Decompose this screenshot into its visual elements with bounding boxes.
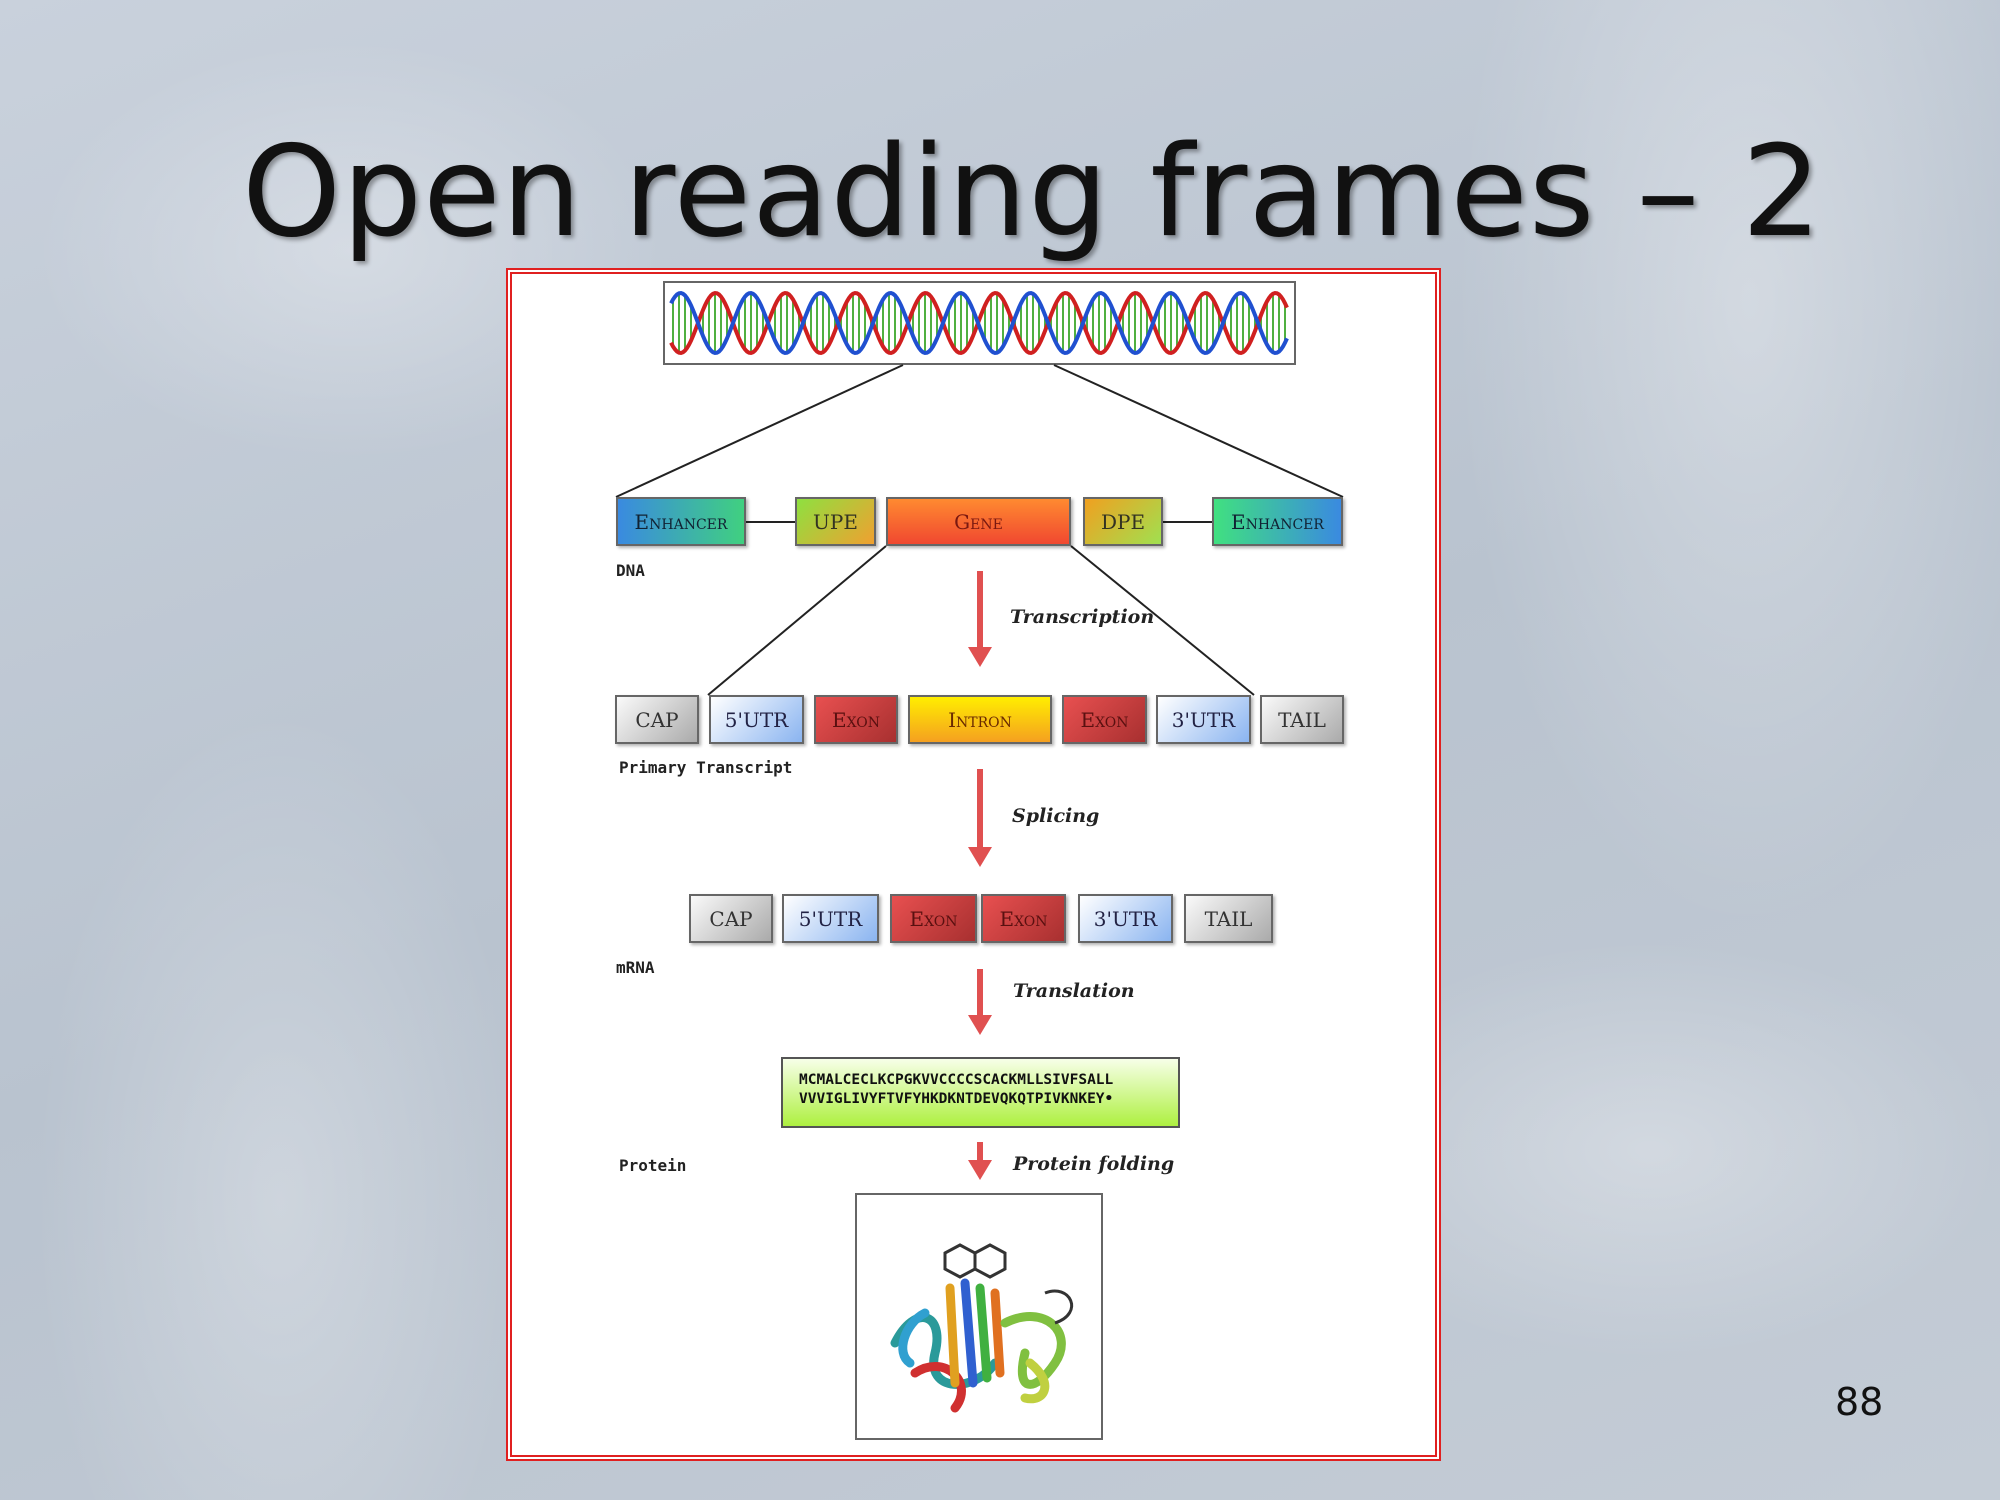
protein-sequence-box: MCMALCECLKCPGKVVCCCCSCACKMLLSIVFSALL VVV… — [781, 1057, 1180, 1128]
slide-title: Open reading frames – 2 — [242, 118, 1823, 265]
helix-strand — [669, 290, 1289, 356]
protein-folding-label: Protein folding — [1013, 1153, 1175, 1175]
arrow-down-icon — [968, 769, 992, 867]
utr5-box: 5'UTR — [782, 894, 879, 943]
transcription-label: Transcription — [1010, 606, 1155, 628]
dna-label: DNA — [616, 561, 645, 580]
utr3-box: 3'UTR — [1078, 894, 1173, 943]
upe-box: UPE — [795, 497, 876, 546]
enhancer-box: Enhancer — [616, 497, 746, 546]
cap-box: CAP — [689, 894, 773, 943]
utr5-box: 5'UTR — [709, 695, 804, 744]
protein-label: Protein — [619, 1156, 687, 1175]
tail-box: TAIL — [1184, 894, 1273, 943]
page-number: 88 — [1835, 1380, 1884, 1424]
dna-helix-image — [663, 281, 1296, 365]
arrow-down-icon — [968, 1142, 992, 1180]
primary-transcript-label: Primary Transcript — [619, 758, 793, 777]
utr3-box: 3'UTR — [1156, 695, 1251, 744]
cap-box: CAP — [615, 695, 699, 744]
exon-box: Exon — [1062, 695, 1147, 744]
folded-protein-image — [855, 1193, 1103, 1440]
intron-box: Intron — [908, 695, 1052, 744]
exon-box: Exon — [890, 894, 977, 943]
exon-box: Exon — [814, 695, 898, 744]
arrow-down-icon — [968, 969, 992, 1035]
mrna-label: mRNA — [616, 958, 655, 977]
dpe-box: DPE — [1083, 497, 1163, 546]
sequence-line: MCMALCECLKCPGKVVCCCCSCACKMLLSIVFSALL — [799, 1072, 1114, 1088]
tail-box: TAIL — [1260, 695, 1344, 744]
translation-label: Translation — [1013, 980, 1135, 1002]
splicing-label: Splicing — [1012, 805, 1100, 827]
gene-box: Gene — [886, 497, 1071, 546]
enhancer-box: Enhancer — [1212, 497, 1343, 546]
sequence-line: VVVIGLIVYFTVFYHKDKNTDEVQKQTPIVKNKEY• — [799, 1091, 1114, 1107]
exon-box: Exon — [981, 894, 1066, 943]
arrow-down-icon — [968, 571, 992, 667]
